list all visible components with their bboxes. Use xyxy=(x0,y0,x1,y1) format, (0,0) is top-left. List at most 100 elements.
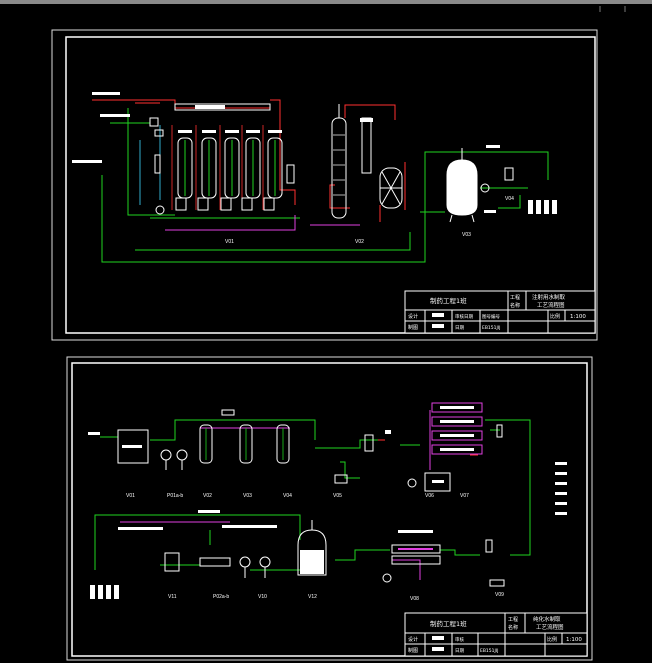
pump xyxy=(407,478,417,488)
pipe-label xyxy=(198,510,220,513)
inlet-label xyxy=(92,92,120,95)
tag: V03 xyxy=(243,493,252,499)
sheet-1-red-pipes xyxy=(92,99,406,222)
distillation-columns xyxy=(171,125,295,211)
field-label: 日期 xyxy=(455,325,464,331)
tag: V02 xyxy=(203,493,212,499)
description: 工艺流程图 xyxy=(537,301,565,309)
filter-internals xyxy=(205,428,284,460)
tag: P02a-b xyxy=(213,594,229,600)
window-strip xyxy=(0,0,652,4)
field-label: 工程 xyxy=(508,616,518,623)
heat-exchanger xyxy=(199,557,231,567)
sheet-2-title-block: 制药工程1班 工程 名称 纯化水制取 工艺流程图 设计 审核 比例 1:100 … xyxy=(404,612,588,657)
field-label: 比例 xyxy=(550,313,560,320)
sheet-1-cyan-pipes xyxy=(139,125,161,205)
field-label: 比例 xyxy=(547,636,557,643)
field-label: 名称 xyxy=(508,624,518,631)
sheet-1-green-pipes xyxy=(101,108,549,263)
pipe-label xyxy=(222,525,277,528)
header-pipe xyxy=(174,103,271,111)
field-label: 名称 xyxy=(510,302,520,309)
filters xyxy=(199,424,290,464)
condenser-column xyxy=(331,104,373,219)
pump xyxy=(155,205,165,215)
field-value xyxy=(432,636,444,640)
field-label: 制图 xyxy=(408,324,418,331)
inlet-label xyxy=(100,114,130,117)
tag: V05 xyxy=(333,493,342,499)
feed-pumps xyxy=(160,449,188,470)
instrument xyxy=(485,539,493,553)
edi-unit xyxy=(391,530,441,565)
equipment-label xyxy=(432,480,444,483)
field-label: 设计 xyxy=(408,313,418,320)
water-tank xyxy=(446,145,514,223)
field-label: 日期 xyxy=(455,648,464,654)
tag: V04 xyxy=(505,196,514,202)
sheet-2-outer-border xyxy=(66,356,593,661)
tag: V08 xyxy=(410,596,419,602)
sheet-2-magenta-pipes xyxy=(120,410,431,580)
instrument xyxy=(489,579,505,587)
storage-tank xyxy=(379,167,403,209)
equipment-box xyxy=(424,472,451,492)
small-tank xyxy=(164,552,180,572)
tag: V06 xyxy=(425,493,434,499)
sheet-2: V01 P01a-b V02 V03 V04 V05 V06 V07 V08 V… xyxy=(66,356,593,661)
drawing-name: 制药工程1班 xyxy=(430,619,467,628)
sheet-1-title-block: 制药工程1班 工程 名称 注射用水制取 工艺流程图 设计 审核日期 图号编号 比… xyxy=(404,290,596,334)
scale-value: 1:100 xyxy=(570,314,586,320)
tag: V10 xyxy=(258,594,267,600)
description: 工艺流程图 xyxy=(536,623,564,631)
field-label: 制图 xyxy=(408,647,418,654)
field-label: 工程 xyxy=(510,294,520,301)
field-label: 审核 xyxy=(455,636,464,643)
raw-water-tank xyxy=(117,429,149,464)
field-value xyxy=(432,324,444,328)
pure-water-tank xyxy=(297,520,327,576)
description: 注射用水制取 xyxy=(532,293,566,301)
tag: P01a-b xyxy=(167,493,183,499)
sheet-2-green-pipes xyxy=(94,419,531,571)
field-value xyxy=(432,647,444,651)
sheet-1-magenta-pipes xyxy=(165,215,360,231)
tank-label xyxy=(122,445,142,448)
drawing-name: 制药工程1班 xyxy=(430,296,467,305)
drawing-number: EB151JIJ xyxy=(482,325,501,331)
sheet-1-inner-border xyxy=(65,36,596,334)
scale-value: 1:100 xyxy=(566,637,582,643)
distribution-pumps xyxy=(239,556,271,578)
instrument xyxy=(221,409,235,416)
outlet-list xyxy=(555,462,567,515)
instrument xyxy=(154,129,164,137)
inlet-label xyxy=(88,432,100,435)
instrument xyxy=(154,154,161,174)
tag: V09 xyxy=(495,592,504,598)
field-label: 设计 xyxy=(408,636,418,643)
outlet-bottles xyxy=(90,585,119,599)
pump xyxy=(382,573,392,583)
drawing-number: EB151JIJ xyxy=(480,648,499,654)
field-label: 审核日期 xyxy=(455,313,473,320)
tag: V12 xyxy=(308,594,317,600)
instrument xyxy=(364,434,374,452)
outlet-bottles xyxy=(528,200,557,214)
field-value xyxy=(432,313,444,317)
tag: V03 xyxy=(462,232,471,238)
description: 纯化水制取 xyxy=(533,615,561,623)
sheet-1-outer-border xyxy=(51,29,598,341)
tag: V04 xyxy=(283,493,292,499)
feed-label xyxy=(72,160,102,163)
instrument xyxy=(385,430,391,434)
ro-membrane-stack xyxy=(431,402,503,455)
pipe-label xyxy=(118,527,163,530)
sheet-2-red-pipes xyxy=(378,439,478,456)
tag: V01 xyxy=(126,493,135,499)
tag: V07 xyxy=(460,493,469,499)
sheet-2-inner-border xyxy=(71,362,588,657)
tag: V11 xyxy=(168,594,177,600)
instrument xyxy=(334,474,348,484)
instrument xyxy=(149,117,159,127)
